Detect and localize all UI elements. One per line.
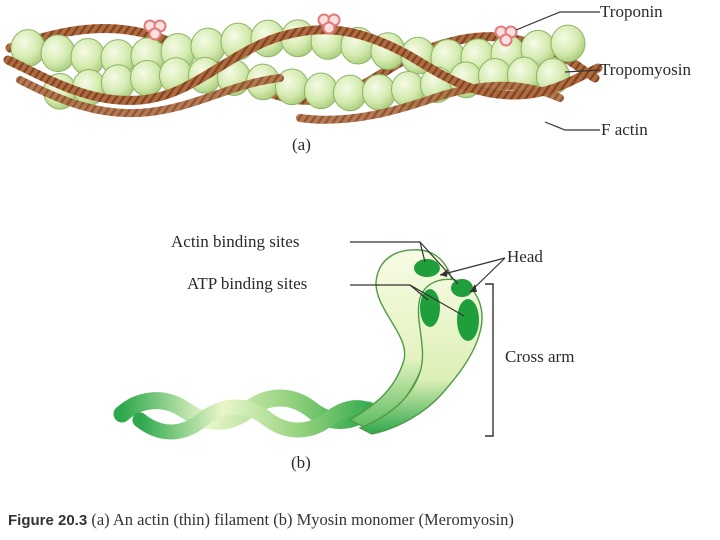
actin-binding-site-back <box>414 259 440 277</box>
troponin-label: Troponin <box>600 2 663 22</box>
panel-b-sublabel: (b) <box>291 453 311 473</box>
actin-binding-site-front <box>451 279 473 297</box>
panel-a-sublabel: (a) <box>292 135 311 155</box>
figure-number: Figure 20.3 <box>8 512 87 529</box>
troponin-subunit <box>501 35 512 46</box>
actin-bead <box>305 73 338 109</box>
tropomyosin-label: Tropomyosin <box>600 60 691 80</box>
f-actin-label: F actin <box>601 120 648 140</box>
troponin-subunit <box>324 23 335 34</box>
actin-bead <box>334 75 367 111</box>
figure-caption-text: (a) An actin (thin) filament (b) Myosin … <box>91 510 514 529</box>
atp-binding-site-back <box>420 289 440 327</box>
atp-binding-site-front <box>457 299 479 341</box>
actin-bead <box>363 74 396 110</box>
figure-caption: Figure 20.3 (a) An actin (thin) filament… <box>8 510 514 530</box>
f-actin-leader-line <box>545 122 600 130</box>
troponin-subunit <box>150 29 161 40</box>
atp-binding-sites-label: ATP binding sites <box>187 274 307 294</box>
actin-bead <box>551 25 585 62</box>
cross-arm-bracket <box>485 284 493 436</box>
troponin-leader-line <box>516 12 600 30</box>
actin-bead <box>41 35 75 72</box>
actin-filament <box>8 15 598 120</box>
head-label: Head <box>507 247 543 267</box>
cross-arm-label: Cross arm <box>505 347 574 367</box>
actin-binding-sites-label: Actin binding sites <box>171 232 299 252</box>
actin-bead <box>131 60 164 96</box>
